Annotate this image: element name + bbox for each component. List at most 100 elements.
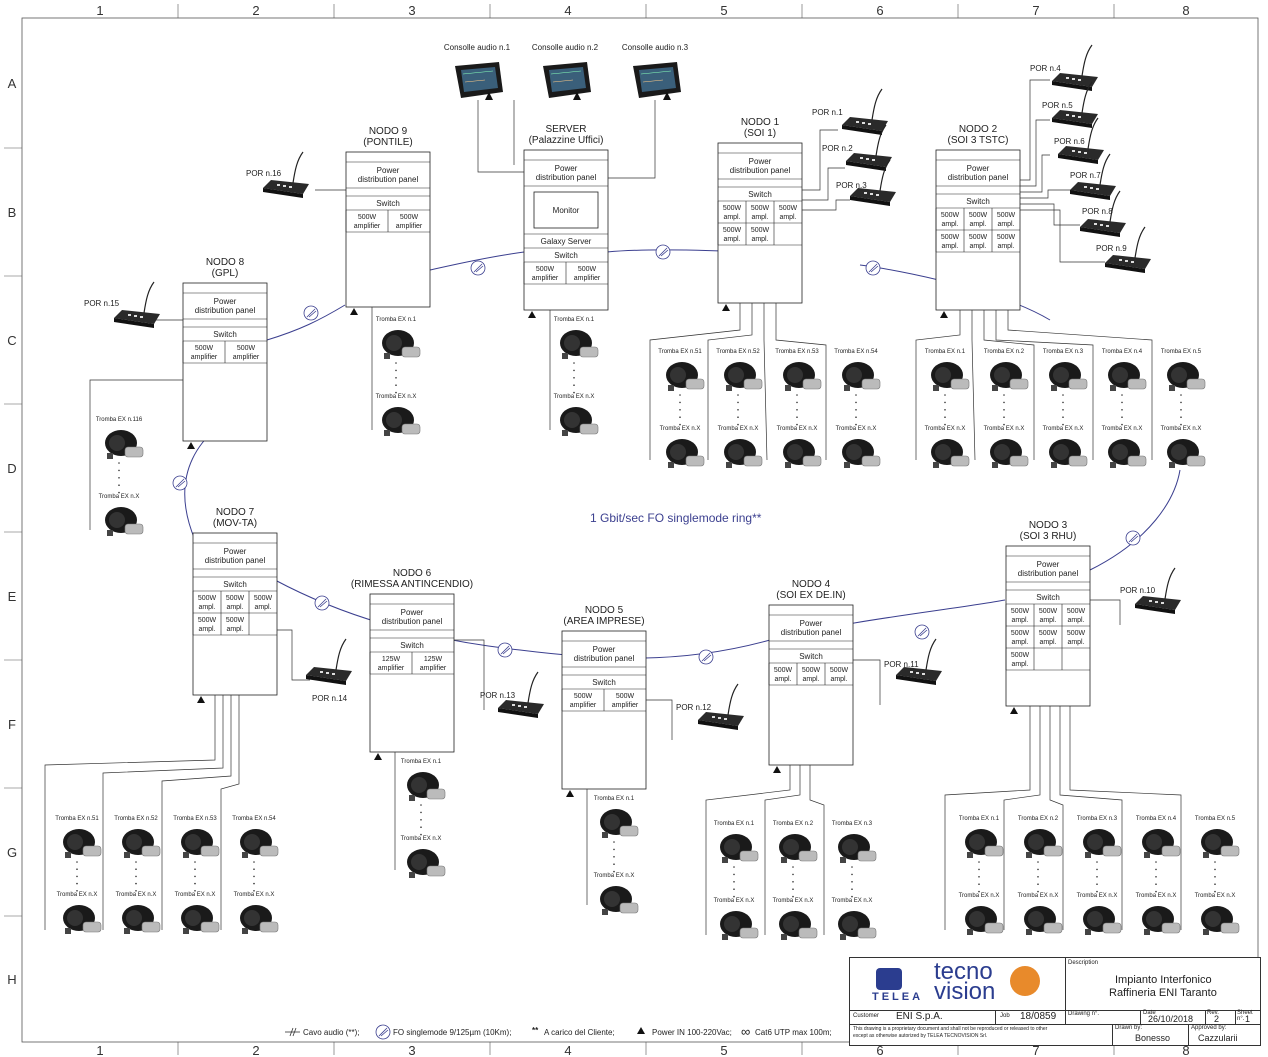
amplifier-label: 500W (574, 693, 593, 700)
galaxy-server-label: Galaxy Server (541, 237, 592, 246)
console-label: Consolle audio n.1 (444, 43, 511, 52)
frame (21, 17, 1259, 1043)
horn-speaker-icon (665, 361, 705, 392)
node-6: NODO 6(RIMESSA ANTINCENDIO)Powerdistribu… (351, 568, 473, 760)
grid-row-left: B (8, 205, 17, 220)
company-bottom: vision (934, 978, 996, 1005)
speaker-label: Tromba EX n.X (1018, 893, 1059, 899)
power-panel-label: Power (967, 164, 990, 173)
horn-speaker-icon (559, 329, 599, 360)
speaker-label: Tromba EX n.1 (925, 349, 966, 355)
amplifier-label: 500W (723, 227, 742, 234)
horn-speaker-icon (989, 361, 1029, 392)
amplifier-label: ampl. (997, 221, 1014, 228)
rev-label: Rev. (1207, 1010, 1219, 1016)
speaker-label: Tromba EX n.X (1161, 426, 1202, 432)
por-intercom-icon (113, 281, 161, 329)
description-area: Description Impianto Interfonico Raffine… (1065, 958, 1260, 1011)
switch-label: Switch (213, 330, 237, 339)
speaker-label: Tromba EX n.1 (401, 759, 442, 765)
horn-speaker-icon (1200, 828, 1240, 859)
speaker-label: Tromba EX n.X (594, 873, 635, 879)
horn-speaker-icon (121, 904, 161, 935)
horn-speaker-icon (964, 828, 1004, 859)
horn-speaker-icon (381, 329, 421, 360)
fo-link-icon (698, 649, 714, 665)
audio-console-icon (542, 61, 592, 101)
horn-speaker-icon (406, 771, 446, 802)
power-in-icon (350, 308, 358, 315)
amplifier-label: ampl. (941, 243, 958, 250)
power-panel-label: distribution panel (1018, 569, 1079, 578)
notice-2: except as otherwise autorized by TELEA T… (853, 1033, 988, 1039)
sheet: 1 (1245, 1014, 1251, 1024)
speaker-label: Tromba EX n.X (554, 394, 595, 400)
speaker-label: Tromba EX n.X (1136, 893, 1177, 899)
amplifier-label: ampl. (969, 243, 986, 250)
grid-col-top: 1 (96, 3, 103, 18)
speaker-label: Tromba EX n.1 (376, 317, 417, 323)
speaker-label: Tromba EX n.53 (173, 816, 217, 822)
amplifier-label: 500W (400, 214, 419, 221)
fo-link-icon (655, 244, 671, 260)
amplifier-label: 500W (578, 266, 597, 273)
horn-speaker-icon (837, 910, 877, 941)
power-panel-label: Power (555, 164, 578, 173)
por-label: POR n.16 (246, 169, 282, 178)
fo-link-icon (865, 260, 881, 276)
speaker-label: Tromba EX n.51 (55, 816, 99, 822)
amplifier-label: amplifier (191, 354, 218, 361)
speaker-label: Tromba EX n.2 (984, 349, 1025, 355)
speaker-label: Tromba EX n.X (1195, 893, 1236, 899)
node-title: NODO 5 (585, 605, 624, 616)
node-subtitle: (RIMESSA ANTINCENDIO) (351, 579, 473, 590)
horn-speaker-icon (599, 885, 639, 916)
speaker-label: Tromba EX n.1 (594, 796, 635, 802)
amplifier-label: ampl. (1067, 617, 1084, 624)
speaker-label: Tromba EX n.3 (1077, 816, 1118, 822)
node-title: NODO 8 (206, 257, 245, 268)
notice-row: This drawing is a proprietary document a… (850, 1024, 1260, 1045)
power-panel-label: distribution panel (730, 166, 791, 175)
por-label: POR n.7 (1070, 171, 1101, 180)
amplifier-label: ampl. (1011, 639, 1028, 646)
speaker-label: Tromba EX n.X (376, 394, 417, 400)
node-subtitle: (AREA IMPRESE) (563, 616, 644, 627)
amplifier-label: ampl. (226, 604, 243, 611)
fo-link-icon (497, 642, 513, 658)
legend-audio: Cavo audio (**); (303, 1028, 359, 1037)
horn-speaker-icon (1166, 361, 1206, 392)
legend-cat6: Cat6 UTP max 100m; (755, 1028, 832, 1037)
horn-speaker-icon (381, 406, 421, 437)
por-label: POR n.15 (84, 299, 120, 308)
amplifier-label: amplifier (354, 223, 381, 230)
por-label: POR n.8 (1082, 207, 1113, 216)
monitor-label: Monitor (553, 206, 580, 215)
speaker-label: Tromba EX n.51 (658, 349, 702, 355)
amplifier-label: 500W (1011, 608, 1030, 615)
grid-row-left: F (8, 717, 16, 732)
console-label: Consolle audio n.2 (532, 43, 599, 52)
por-label: POR n.2 (822, 144, 853, 153)
speaker-label: Tromba EX n.116 (96, 417, 143, 423)
speaker-label: Tromba EX n.5 (1195, 816, 1236, 822)
horn-speaker-icon (559, 406, 599, 437)
amplifier-label: 500W (774, 667, 793, 674)
speaker-label: Tromba EX n.X (773, 898, 814, 904)
speaker-label: Tromba EX n.X (1102, 426, 1143, 432)
node-subtitle: (MOV-TA) (213, 518, 257, 529)
grid-col-top: 7 (1032, 3, 1039, 18)
node-subtitle: (GPL) (212, 268, 239, 279)
power-in-icon (187, 442, 195, 449)
job: 18/0859 (1020, 1011, 1057, 1022)
